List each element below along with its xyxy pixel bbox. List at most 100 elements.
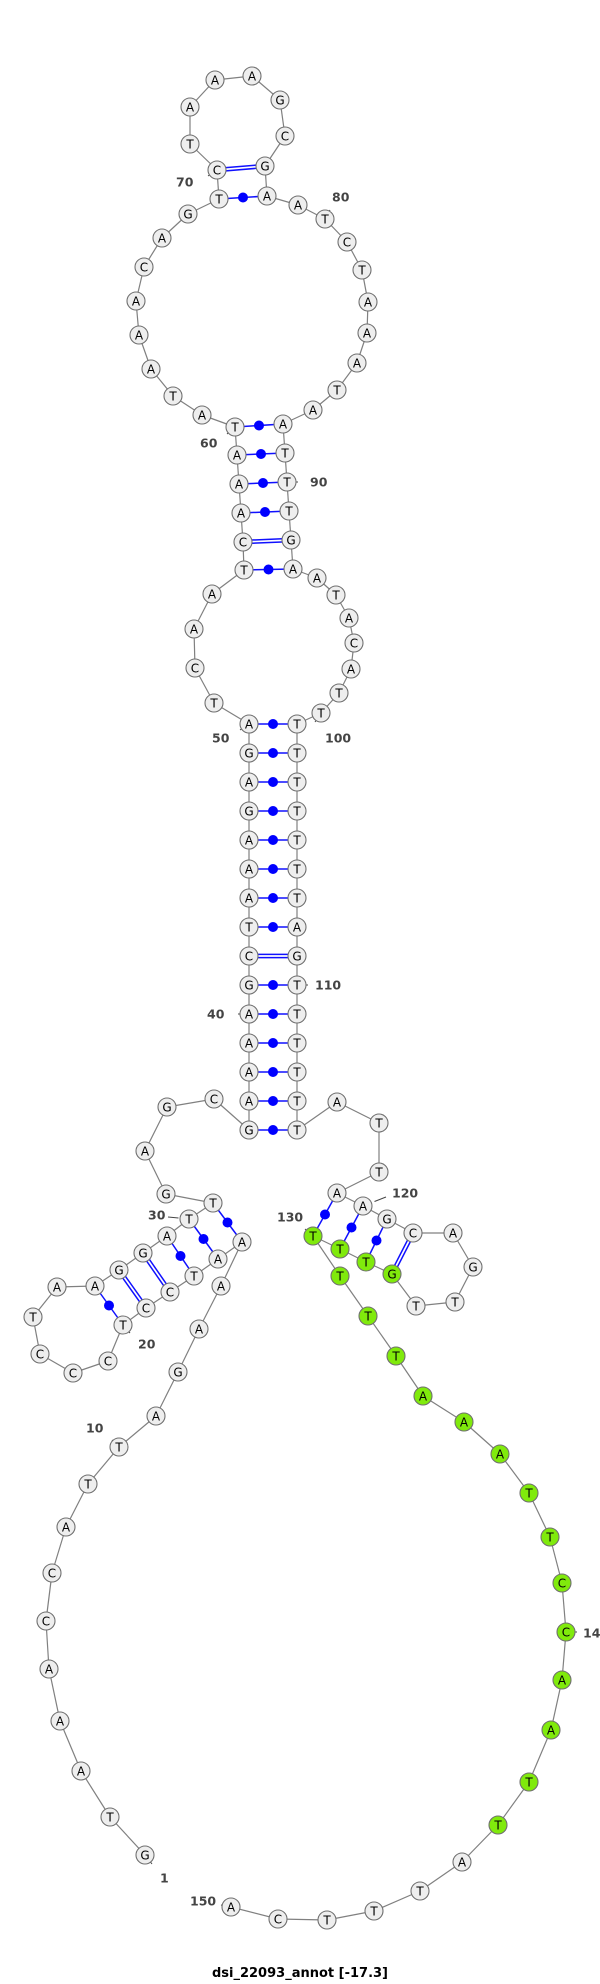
nucleotide-letter: A (496, 1448, 505, 1462)
position-tick (374, 1196, 387, 1202)
base-pair-dot (268, 1038, 278, 1048)
nucleotide-circle (204, 1089, 224, 1109)
nucleotide-letter: C (343, 236, 351, 250)
nucleotide-letter: G (244, 747, 253, 761)
nucleotide-letter: A (293, 921, 302, 935)
nucleotide-circle (519, 1772, 539, 1792)
nucleotide-letter: A (547, 1724, 556, 1738)
nucleotide-node: A (71, 1761, 91, 1781)
nucleotide-circle (358, 292, 378, 312)
nucleotide-circle (445, 1292, 465, 1312)
nucleotide-letter: G (183, 208, 192, 222)
nucleotide-circle (157, 1097, 177, 1117)
nucleotide-letter: G (140, 1849, 149, 1863)
nucleotide-circle (146, 1406, 166, 1426)
nucleotide-node: A (347, 353, 367, 373)
nucleotide-circle (134, 257, 154, 277)
nucleotide-circle (36, 1611, 56, 1631)
nucleotide-letter: T (292, 1008, 301, 1022)
nucleotide-node: T (406, 1296, 426, 1316)
nucleotide-circle (231, 503, 251, 523)
base-pair-dot (268, 1067, 278, 1077)
nucleotide-letter: T (292, 718, 301, 732)
nucleotide-letter: T (292, 1124, 301, 1138)
nucleotide-letter: A (214, 1253, 223, 1267)
nucleotide-node: C (275, 126, 295, 146)
nucleotide-circle (233, 532, 253, 552)
nucleotide-letter: A (77, 1765, 86, 1779)
nucleotide-node: A (39, 1659, 59, 1679)
nucleotide-circle (85, 1276, 105, 1296)
nucleotide-circle (136, 1298, 156, 1318)
nucleotide-node: T (317, 1910, 337, 1930)
position-tick (167, 1216, 179, 1219)
nucleotide-letter: T (292, 1066, 301, 1080)
nucleotide-node: T (275, 443, 295, 463)
nucleotide-letter: T (450, 1296, 459, 1310)
backbone (32, 75, 567, 1921)
nucleotide-node: A (413, 1386, 433, 1406)
nucleotide-circle (100, 1807, 120, 1827)
nucleotide-letter: A (141, 1145, 150, 1159)
nucleotide-node: A (141, 359, 161, 379)
nucleotide-node: T (540, 1527, 560, 1547)
nucleotide-circle (229, 474, 249, 494)
nucleotide-circle (239, 975, 259, 995)
position-label: 130 (277, 1210, 303, 1225)
nucleotide-circle (239, 1033, 259, 1053)
nucleotide-node: A (454, 1412, 474, 1432)
nucleotide-letter: C (409, 1227, 417, 1241)
nucleotide-node: C (552, 1573, 572, 1593)
nucleotide-circle (225, 417, 245, 437)
nucleotide-letter: A (132, 295, 141, 309)
nucleotide-letter: C (69, 1367, 77, 1381)
nucleotide-circle (287, 888, 307, 908)
nucleotide-letter: G (292, 950, 301, 964)
nucleotide-node: T (100, 1807, 120, 1827)
nucleotide-node: T (209, 189, 229, 209)
nucleotide-letter: C (142, 1302, 150, 1316)
nucleotide-node: A (180, 97, 200, 117)
nucleotide-letter: G (161, 1188, 170, 1202)
nucleotide-circle (221, 1897, 241, 1917)
base-pair-dot (268, 719, 278, 729)
base-pair-dot (258, 478, 268, 488)
nucleotide-letter: A (333, 1096, 342, 1110)
nucleotide-letter: T (83, 1478, 92, 1492)
nucleotide-circle (287, 1120, 307, 1140)
nucleotide-circle (454, 1412, 474, 1432)
nucleotide-circle (287, 801, 307, 821)
position-labels: 1102030405060708090100110120130140150 (86, 172, 600, 1909)
nucleotide-circle (303, 1226, 323, 1246)
nucleotide-circle (203, 1193, 223, 1213)
nucleotide-letter: A (56, 1715, 65, 1729)
nucleotide-circle (185, 658, 205, 678)
nucleotide-circle (113, 1315, 133, 1335)
nucleotide-letter: A (333, 1187, 342, 1201)
nucleotide-circle (344, 633, 364, 653)
nucleotide-node: A (129, 325, 149, 345)
nucleotide-letter: T (331, 589, 340, 603)
nucleotide-node: A (231, 503, 251, 523)
nucleotide-letter: A (186, 101, 195, 115)
nucleotide-letter: A (91, 1280, 100, 1294)
nucleotide-node: T (113, 1315, 133, 1335)
base-pair-dot (268, 777, 278, 787)
nucleotide-letter: A (62, 1521, 71, 1535)
nucleotide-node: A (239, 1062, 259, 1082)
nucleotide-letter: T (332, 384, 341, 398)
nucleotide-circle (270, 90, 290, 110)
nucleotide-letter: A (294, 199, 303, 213)
nucleotide-circle (382, 1264, 402, 1284)
nucleotide-circle (377, 1209, 397, 1229)
nucleotide-node: A (184, 619, 204, 639)
nucleotide-node: A (239, 1033, 259, 1053)
nucleotide-node: A (232, 1232, 252, 1252)
nucleotide-circle (239, 888, 259, 908)
nucleotide-circle (315, 209, 335, 229)
nucleotide-node: A (341, 659, 361, 679)
nucleotide-letter: C (166, 1286, 174, 1300)
base-pair-dot (256, 449, 266, 459)
nucleotide-letter: T (292, 805, 301, 819)
nucleotide-letter: T (168, 390, 177, 404)
